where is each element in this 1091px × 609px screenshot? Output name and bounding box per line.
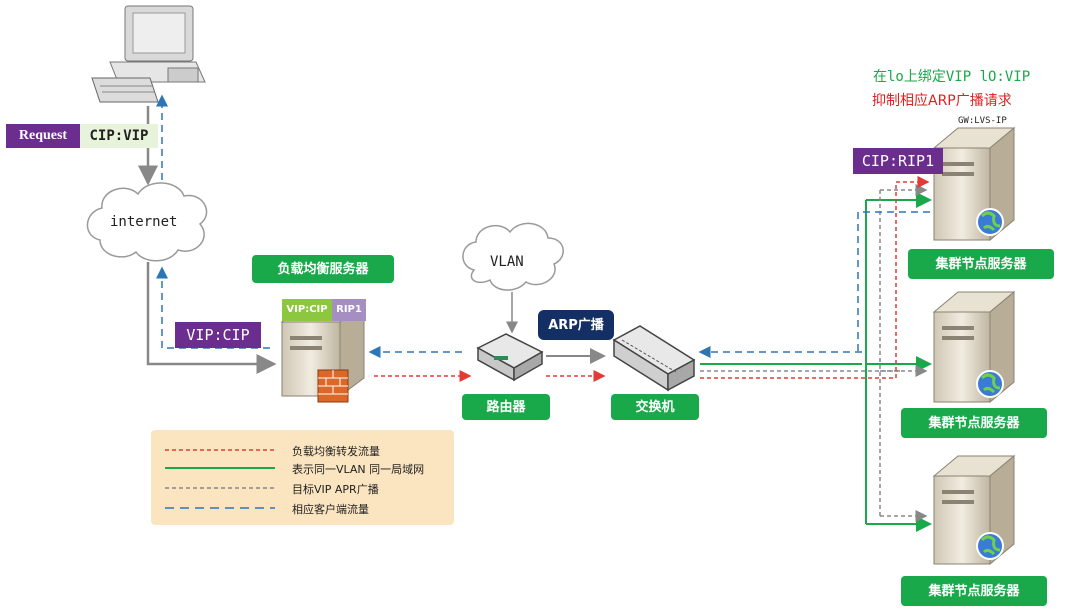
cluster-server-2-icon	[932, 290, 1016, 404]
gateway-label: GW:LVS-IP	[958, 116, 1007, 126]
cluster-node-3-label: 集群节点服务器	[901, 576, 1047, 606]
legend-item: 相应客户端流量	[151, 500, 454, 518]
legend-label: 目标VIP APR广播	[292, 483, 379, 496]
firewall-icon	[317, 369, 349, 403]
legend-label: 表示同一VLAN 同一局域网	[292, 463, 425, 476]
router-icon	[476, 333, 544, 382]
internet-cloud-icon	[86, 182, 208, 262]
cip-rip1-tag: CIP:RIP1	[853, 148, 943, 174]
cluster-server-1-icon	[932, 126, 1016, 242]
cluster-node-1-label: 集群节点服务器	[908, 249, 1054, 279]
vip-cip-tag: VIP:CIP	[175, 322, 261, 348]
load-balancer-title: 负载均衡服务器	[252, 255, 394, 283]
cluster-server-3-icon	[932, 454, 1016, 566]
legend-label: 负载均衡转发流量	[292, 445, 380, 458]
arp-broadcast-tag: ARP广播	[538, 310, 614, 340]
rip1-badge: RIP1	[332, 299, 366, 321]
cip-vip-tag: CIP:VIP	[80, 124, 158, 148]
internet-label: internet	[110, 214, 178, 230]
legend-item: 表示同一VLAN 同一局域网	[151, 460, 454, 478]
legend-label: 相应客户端流量	[292, 503, 369, 516]
switch-icon	[612, 325, 696, 392]
router-label: 路由器	[462, 394, 550, 420]
legend: 负载均衡转发流量 表示同一VLAN 同一局域网 目标VIP APR广播 相应客户…	[151, 430, 454, 525]
cluster-note-line1: 在lo上绑定VIP lO:VIP	[873, 69, 1031, 85]
client-computer-icon	[91, 5, 206, 103]
legend-item: 目标VIP APR广播	[151, 480, 454, 498]
cluster-node-2-label: 集群节点服务器	[901, 408, 1047, 438]
cluster-note-line2: 抑制相应ARP广播请求	[872, 93, 1012, 109]
vip-cip-badge: VIP:CIP	[282, 299, 332, 321]
vlan-cloud-icon	[462, 222, 564, 291]
switch-label: 交换机	[611, 394, 699, 420]
legend-item: 负载均衡转发流量	[151, 442, 454, 460]
vlan-label: VLAN	[490, 254, 524, 270]
request-tag: Request	[6, 124, 80, 148]
